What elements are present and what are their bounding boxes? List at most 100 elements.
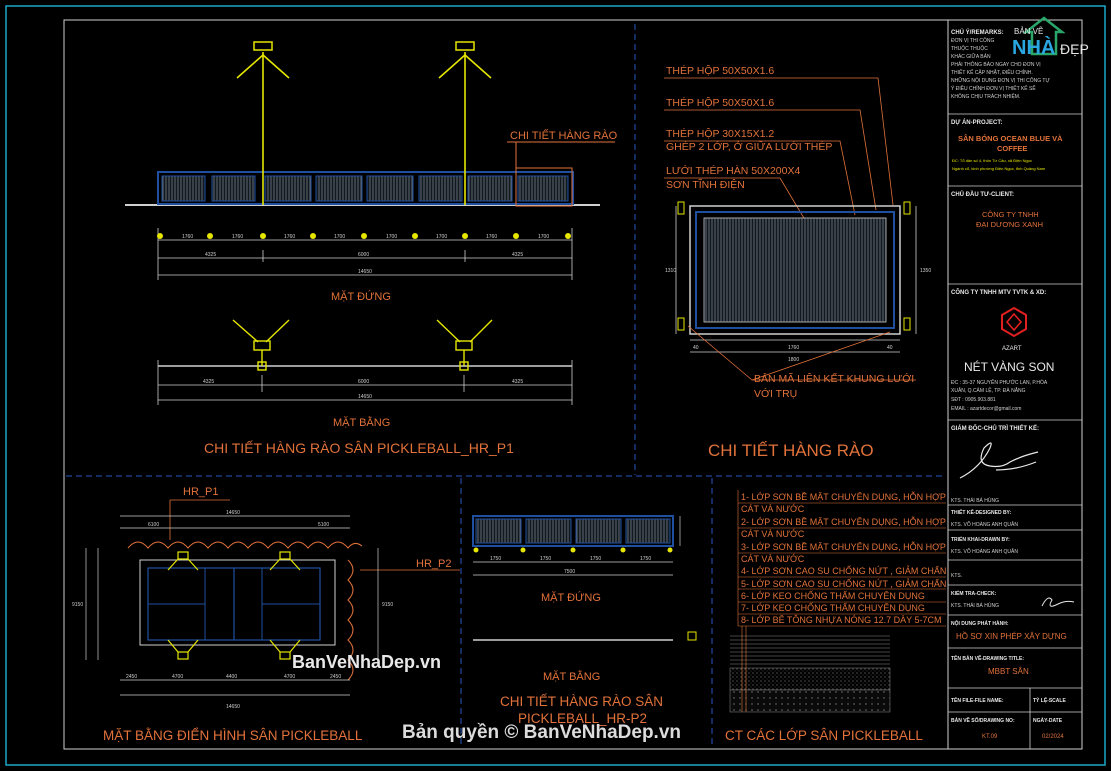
- project-head: DỰ ÁN-PROJECT:: [951, 119, 1002, 126]
- fence-dim-bottom: 40: [887, 345, 893, 351]
- fence-dim-bottom: 1760: [788, 345, 799, 351]
- elev-dim-total: 14650: [358, 269, 372, 275]
- elev-dim: 1760: [284, 234, 295, 240]
- project-name-2: COFFEE: [997, 144, 1027, 153]
- drawing-head: TRIỂN KHAI-DRAWN BY:: [951, 536, 1010, 543]
- scale-head: TỶ LỆ-SCALE: [1033, 696, 1066, 704]
- plate-note-1: BẢN MÃ LIÊN KẾT KHUNG LƯỚI: [754, 372, 914, 385]
- elev-dim-mid: 4325: [512, 252, 523, 258]
- label-hr-p1: HR_P1: [183, 486, 218, 498]
- court-dim-bottom: 2450: [126, 674, 137, 680]
- remark-line: THIẾT KẾ CẬP NHẬT, ĐIỀU CHỈNH.: [951, 69, 1033, 76]
- drawing-number: KT.09: [982, 734, 998, 740]
- court-dim-top: 5100: [318, 522, 329, 528]
- remark-line: NHỮNG NỘI DUNG ĐƠN VỊ THI CÔNG TỰ: [951, 77, 1050, 84]
- elev-dim: 1700: [386, 234, 397, 240]
- p2-dim-total: 7500: [564, 569, 575, 575]
- banvenhadep-logo: BẢN VẼ NHÀ ĐẸP: [1012, 16, 1089, 59]
- remark-line: KHÁC GIỮA BẢN: [951, 53, 991, 60]
- director-signature: [959, 442, 1039, 479]
- check-signature: [1041, 597, 1075, 607]
- p2-dim: 1750: [540, 556, 551, 562]
- company-head: CÔNG TY TNHH MTV TVTK & XD:: [951, 288, 1046, 296]
- note-line: THÉP HỘP 50X50X1.6: [666, 96, 774, 109]
- sheet5-title: CT CÁC LỚP SÂN PICKLEBALL: [725, 728, 923, 743]
- layer-line: CÁT VÀ NƯỚC: [741, 529, 805, 539]
- client-head: CHỦ ĐẦU TƯ-CLIENT:: [951, 191, 1014, 198]
- note-line: THÉP HỘP 50X50X1.6: [666, 64, 774, 77]
- inner-frame: [63, 19, 1083, 750]
- elev-dim: 1700: [436, 234, 447, 240]
- note-line: GHÉP 2 LỚP, Ở GIỮA LƯỚI THÉP: [666, 140, 832, 153]
- drawing-name: KTS. VÕ HOÀNG ANH QUÂN: [951, 548, 1018, 555]
- plan-dim-total: 14650: [358, 394, 372, 400]
- label-hr-p2: HR_P2: [416, 558, 451, 570]
- designed-name: KTS. VÕ HOÀNG ANH QUÂN: [951, 521, 1018, 528]
- check-head: KIỂM TRA-CHECK:: [951, 590, 997, 597]
- remarks-head: CHÚ Ý/REMARKS:: [951, 29, 1004, 36]
- layer-line: CÁT VÀ NƯỚC: [741, 504, 805, 514]
- note-line: THÉP HỘP 30X15X1.2: [666, 127, 774, 140]
- layer-line: 2- LỚP SƠN BỀ MẶT CHUYÊN DỤNG, HỖN HỢP: [741, 516, 946, 527]
- director-name: KTS. THÁI BÁ HÙNG: [951, 497, 999, 504]
- sheet-hr-p2: 1750 1750 1750 1750 7500 MẶT ĐỨNG MẶT BẰ…: [472, 515, 697, 726]
- check-name: KTS. THÁI BÁ HÙNG: [951, 602, 999, 609]
- remark-line: PHẢI THÔNG BÁO NGAY CHO ĐƠN VỊ: [951, 61, 1041, 68]
- layer-line: 7- LỚP KEO CHỐNG THẤM CHUYÊN DỤNG: [741, 602, 925, 613]
- drawing-title-head: TÊN BẢN VẼ-DRAWING TITLE:: [951, 654, 1024, 662]
- fence-dim-right: 1350: [920, 268, 931, 274]
- court-dim-bottom: 2450: [330, 674, 341, 680]
- layer-line: 3- LỚP SƠN BỀ MẶT CHUYÊN DỤNG, HỖN HỢP: [741, 541, 946, 552]
- content-head: NỘI DUNG PHÁT HÀNH:: [951, 619, 1009, 627]
- watermark-copyright: Bản quyền © BanVeNhaDep.vn: [402, 722, 682, 743]
- watermark-site: BanVeNhaDep.vn: [292, 652, 442, 672]
- plan-dim-mid: 4325: [203, 379, 214, 385]
- court-dim-right: 9150: [382, 602, 393, 608]
- company-addr-2: XUÂN, Q.CẨM LỆ, TP. ĐÀ NẴNG: [951, 386, 1026, 394]
- plan-dim-mid: 4325: [512, 379, 523, 385]
- file-head: TÊN FILE-FILE NAME:: [951, 696, 1004, 704]
- title-block: CHÚ Ý/REMARKS: ĐƠN VỊ THI CÔNG THUỘC THU…: [948, 29, 1082, 749]
- court-dim-top: 6100: [148, 522, 159, 528]
- sheet1-title: CHI TIẾT HÀNG RÀO SÂN PICKLEBALL_HR_P1: [204, 440, 514, 456]
- azart-logo: [1001, 306, 1027, 338]
- layer-line: 5- LỚP SƠN CAO SU CHỐNG NỨT , GIẢM CHẤN: [741, 578, 946, 589]
- elev-dim-mid: 4325: [205, 252, 216, 258]
- designed-head: THIẾT KẾ-DESIGNED BY:: [951, 509, 1012, 516]
- elev-dim: 1760: [486, 234, 497, 240]
- drawing-title-value: MBBT SÂN: [988, 667, 1029, 676]
- client-1: CÔNG TY TNHH: [982, 210, 1039, 219]
- p2-dim: 1750: [640, 556, 651, 562]
- fence-dim-bottom: 40: [693, 345, 699, 351]
- fence-detail-callout: CHI TIẾT HÀNG RÀO: [510, 129, 618, 142]
- plate-note-2: VỚI TRỤ: [754, 387, 797, 400]
- note-line: LƯỚI THÉP HÀN 50X200X4: [666, 164, 800, 177]
- layer-line: 4- LỚP SƠN CAO SU CHỐNG NỨT , GIẢM CHẤN: [741, 565, 946, 576]
- sheet-court-layers: 1- LỚP SƠN BỀ MẶT CHUYÊN DỤNG, HỖN HỢP C…: [725, 490, 946, 743]
- layer-line: 6- LỚP KEO CHỐNG THẤM CHUYÊN DỤNG: [741, 590, 925, 601]
- elev-dim: 1760: [182, 234, 193, 240]
- court-dim-bottom: 4700: [284, 674, 295, 680]
- outer-frame: [5, 5, 1106, 766]
- court-dim-top-total: 14650: [226, 510, 240, 516]
- date-head: NGÀY-DATE: [1033, 717, 1063, 724]
- sheet4-title-1: CHI TIẾT HÀNG RÀO SÂN: [500, 694, 663, 709]
- company-addr-1: ĐC : 35-37 NGUYỄN PHƯỚC LAN, P.HÒA: [951, 379, 1048, 386]
- sheet-fence-detail: THÉP HỘP 50X50X1.6 THÉP HỘP 50X50X1.6 TH…: [664, 64, 931, 460]
- company-name: NÉT VÀNG SON: [964, 359, 1054, 374]
- company-phone: SĐT : 0905.903.881: [951, 397, 996, 403]
- sheet4-title-2: PICKLEBALL_HR-P2: [518, 711, 647, 726]
- logo-line1: BẢN VẼ: [1014, 27, 1043, 36]
- remark-line: Ý ĐIỀU CHỈNH ĐƠN VỊ THIẾT KẾ SẼ: [951, 85, 1036, 92]
- client-2: ĐẠI DƯƠNG XANH: [976, 220, 1043, 229]
- fence-dim-total: 1800: [788, 357, 799, 363]
- sheet2-title: CHI TIẾT HÀNG RÀO: [708, 441, 874, 460]
- drawing-date: 02/2024: [1042, 734, 1064, 740]
- court-dim-bottom: 4400: [226, 674, 237, 680]
- remark-line: KHÔNG CHỊU TRÁCH NHIỆM.: [951, 92, 1020, 100]
- court-dim-bottom: 4700: [172, 674, 183, 680]
- layer-line: 1- LỚP SƠN BỀ MẶT CHUYÊN DỤNG, HỖN HỢP: [741, 491, 946, 502]
- project-name-1: SÂN BÓNG OCEAN BLUE VÀ: [958, 134, 1063, 143]
- director-head: GIÁM ĐỐC-CHỦ TRÌ THIẾT KẾ:: [951, 424, 1039, 432]
